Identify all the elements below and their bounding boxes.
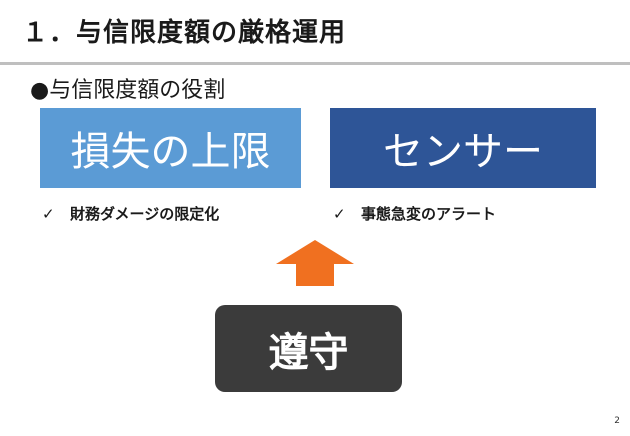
comply-label: 遵守 bbox=[268, 329, 349, 376]
check-mark-icon: ✓ bbox=[42, 205, 55, 223]
page-number: 2 bbox=[614, 416, 620, 426]
up-arrow-icon bbox=[276, 240, 354, 286]
slide-title: １．与信限度額の厳格運用 bbox=[22, 18, 347, 48]
check-mark-icon: ✓ bbox=[333, 205, 346, 223]
check-item-label: 事態急変のアラート bbox=[361, 205, 497, 223]
bullet-heading: ●与信限度額の役割 bbox=[30, 78, 226, 103]
title-divider bbox=[0, 62, 630, 65]
check-item-label: 財務ダメージの限定化 bbox=[70, 205, 220, 223]
check-item-alert: ✓ 事態急変のアラート bbox=[333, 203, 496, 224]
loss-limit-label: 損失の上限 bbox=[70, 129, 271, 175]
sensor-label: センサー bbox=[383, 129, 543, 175]
loss-limit-box: 損失の上限 bbox=[40, 108, 301, 188]
comply-box: 遵守 bbox=[215, 305, 402, 392]
sensor-box: センサー bbox=[330, 108, 596, 188]
check-item-financial-damage: ✓ 財務ダメージの限定化 bbox=[42, 203, 219, 224]
